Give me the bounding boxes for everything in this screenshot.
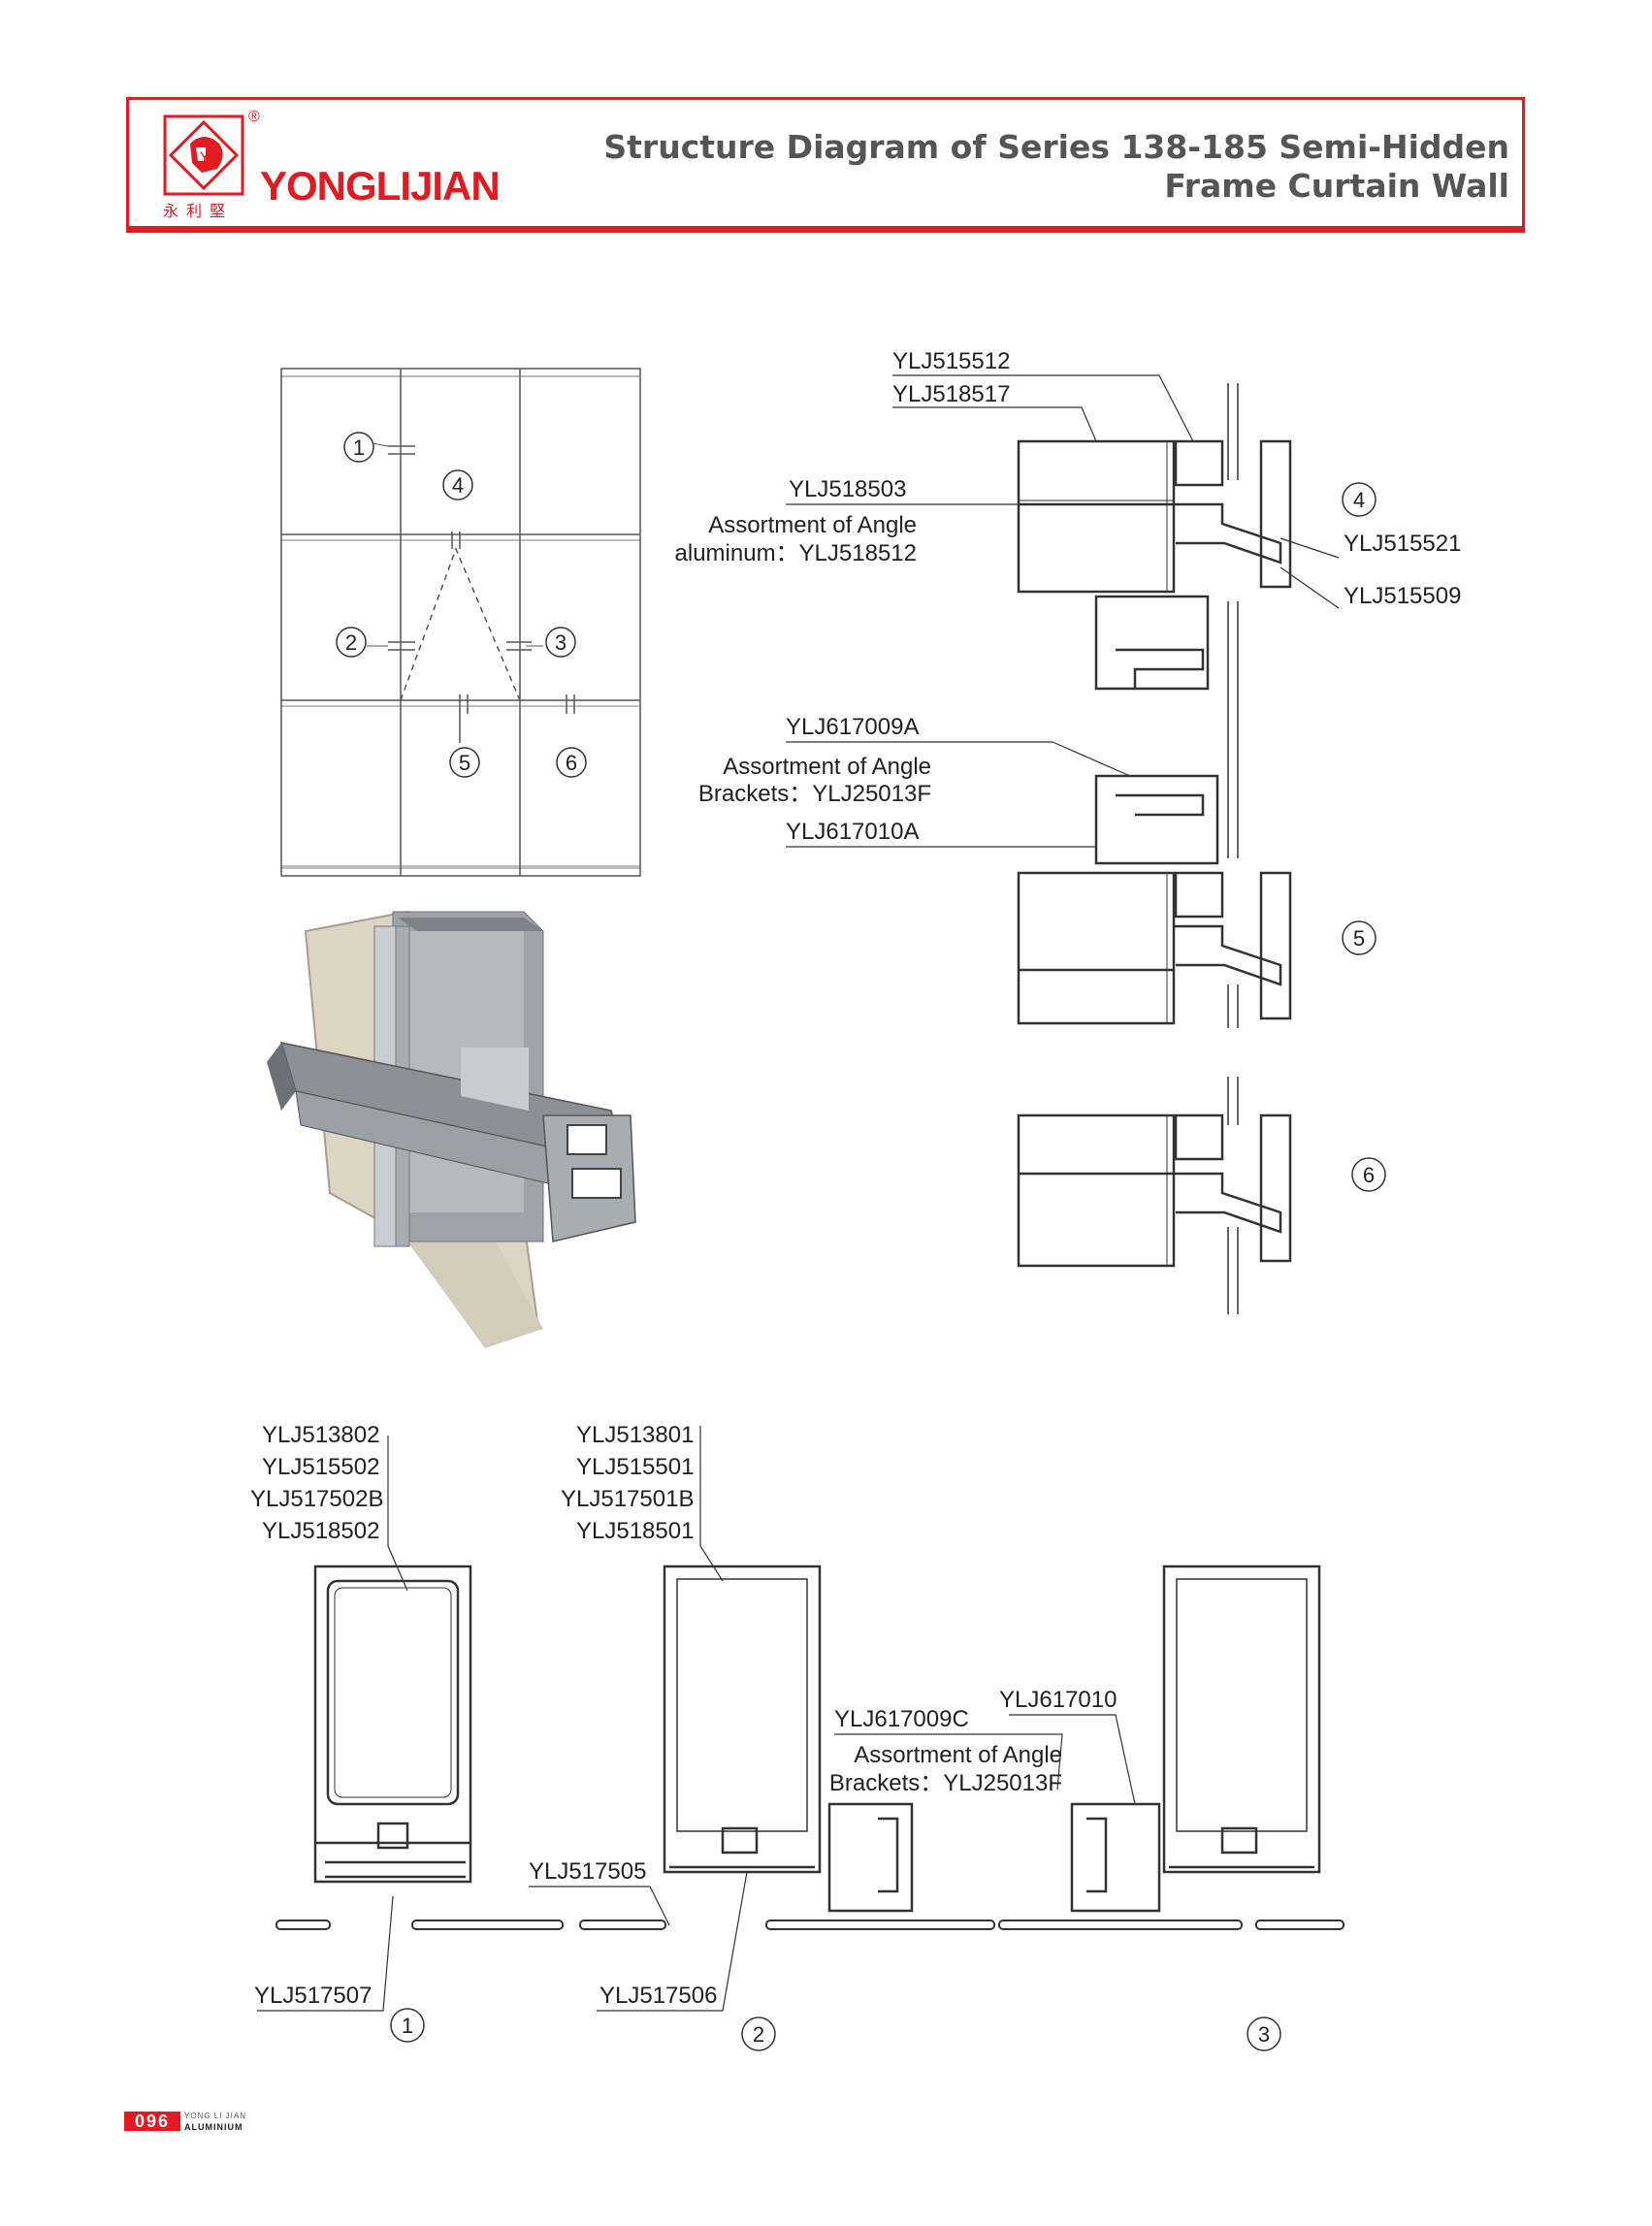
horizontal-section-leaders xyxy=(257,1426,1136,2012)
label-angle-aluminum-line2: aluminum：YLJ518512 xyxy=(675,540,917,566)
label-ylj515509: YLJ515509 xyxy=(1344,583,1461,609)
svg-text:2: 2 xyxy=(345,630,357,655)
elevation-marker-1 xyxy=(343,432,374,463)
svg-text:6: 6 xyxy=(566,751,577,775)
label-ylj515501: YLJ515501 xyxy=(576,1454,694,1480)
svg-text:1: 1 xyxy=(353,436,365,460)
svg-text:4: 4 xyxy=(452,473,464,498)
svg-text:Y: Y xyxy=(199,148,210,167)
footer-brand: YONG LI JIAN xyxy=(184,2112,247,2120)
registered-mark: ® xyxy=(248,109,260,125)
label-ylj617010a: YLJ617010A xyxy=(786,819,919,845)
label-ylj518501: YLJ518501 xyxy=(576,1518,694,1544)
label-angle-brackets-h-line1: Assortment of Angle xyxy=(854,1742,1062,1768)
elevation-grid xyxy=(280,368,641,877)
horizontal-section-markers xyxy=(390,2008,1281,2051)
elevation-marker-texts: 1 4 2 3 5 6 xyxy=(345,436,577,775)
v-marker-4: 4 xyxy=(1353,488,1365,512)
horizontal-section xyxy=(275,1565,1344,1930)
vertical-section-labels: YLJ515512 YLJ518517 YLJ518503 Assortment… xyxy=(675,348,1462,845)
horizontal-section-labels: YLJ513802 YLJ515502 YLJ517502B YLJ518502… xyxy=(250,1422,1117,2009)
vertical-section-leaders xyxy=(786,374,1340,848)
elevation-marker-6 xyxy=(556,747,587,778)
label-ylj518517: YLJ518517 xyxy=(892,381,1010,407)
vertical-section-markers xyxy=(1342,482,1386,1192)
header-frame xyxy=(126,97,1525,233)
page-title-line2: Frame Curtain Wall xyxy=(1164,167,1509,205)
label-ylj517502b: YLJ517502B xyxy=(250,1486,383,1512)
label-angle-brackets-v-line2: Brackets：YLJ25013F xyxy=(698,781,931,807)
brand-name: YONGLIJIAN xyxy=(260,163,501,209)
label-ylj617009a: YLJ617009A xyxy=(786,714,919,740)
elevation-markers xyxy=(336,432,587,778)
h-marker-3: 3 xyxy=(1258,2022,1270,2047)
footer-aluminium: ALUMINIUM xyxy=(184,2122,243,2132)
label-ylj517507: YLJ517507 xyxy=(254,1983,372,2009)
vertical-section xyxy=(1017,383,1292,1314)
h-marker-1: 1 xyxy=(402,2014,413,2038)
page-number: 096 xyxy=(124,2112,180,2131)
label-ylj515512: YLJ515512 xyxy=(892,348,1010,374)
v-marker-5: 5 xyxy=(1353,926,1365,951)
label-ylj517505: YLJ517505 xyxy=(529,1858,646,1885)
label-ylj513802: YLJ513802 xyxy=(262,1422,379,1448)
label-ylj517501b: YLJ517501B xyxy=(561,1486,694,1512)
elevation-marker-5 xyxy=(449,747,480,778)
elevation-marker-3 xyxy=(545,627,576,658)
svg-text:5: 5 xyxy=(459,751,470,775)
label-ylj518502: YLJ518502 xyxy=(262,1518,379,1544)
logo-icon: Y xyxy=(163,114,244,196)
isometric-illustration xyxy=(267,910,636,1348)
logo-cjk-text: 永利堅 xyxy=(163,204,234,220)
label-angle-brackets-v-line1: Assortment of Angle xyxy=(723,754,931,780)
label-ylj617009c: YLJ617009C xyxy=(834,1706,969,1732)
svg-text:3: 3 xyxy=(555,630,567,655)
elevation-marker-2 xyxy=(336,627,367,658)
label-angle-aluminum-line1: Assortment of Angle xyxy=(708,512,917,538)
label-ylj517506: YLJ517506 xyxy=(599,1983,717,2009)
v-marker-6: 6 xyxy=(1363,1163,1375,1187)
label-ylj515521: YLJ515521 xyxy=(1344,531,1461,557)
label-ylj513801: YLJ513801 xyxy=(576,1422,694,1448)
label-ylj617010: YLJ617010 xyxy=(999,1687,1117,1713)
label-angle-brackets-h-line2: Brackets：YLJ25013F xyxy=(829,1770,1062,1796)
h-marker-2: 2 xyxy=(753,2022,764,2047)
page-title-line1: Structure Diagram of Series 138-185 Semi… xyxy=(603,128,1509,166)
label-ylj518503: YLJ518503 xyxy=(789,476,906,502)
elevation-marker-4 xyxy=(442,469,473,500)
label-ylj515502: YLJ515502 xyxy=(262,1454,379,1480)
